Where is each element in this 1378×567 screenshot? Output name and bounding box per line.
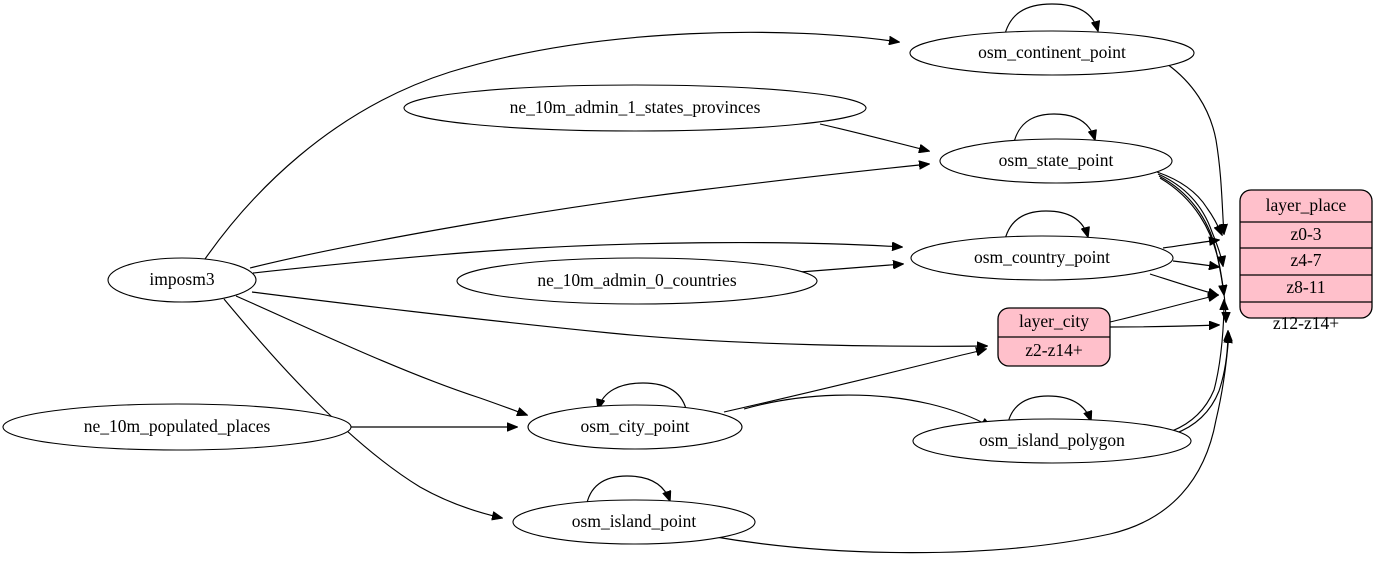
edge-osm_state_point-to-layer_place-z8-11 <box>1158 175 1224 295</box>
edge-osm_continent_point-to-layer_place-z0-3 <box>1166 63 1224 234</box>
node-osm_country_point-label: osm_country_point <box>974 247 1110 267</box>
edge-osm_island_point-to-layer_place-z12 <box>709 333 1229 554</box>
record-node-layer_place[interactable]: layer_place z0-3 z4-7 z8-11 z12-z14+ <box>1239 189 1373 333</box>
node-osm_state_point-label: osm_state_point <box>999 150 1114 170</box>
record-layer_city-title: layer_city <box>1019 311 1089 331</box>
node-ne_10m_admin_0_countries[interactable]: ne_10m_admin_0_countries <box>456 257 818 305</box>
node-osm_island_point[interactable]: osm_island_point <box>512 499 756 545</box>
edge-osm_country_point-to-layer_place-z8-11 <box>1149 273 1218 295</box>
node-osm_city_point-shape[interactable] <box>527 404 743 450</box>
node-ne_states-shape[interactable] <box>403 84 867 132</box>
node-ne_countries-shape[interactable] <box>456 257 818 305</box>
edge-osm_island_polygon-to-layer_place-z8-11 <box>1171 300 1224 432</box>
record-layer_place-row-z0-3[interactable]: z0-3 <box>1290 224 1321 244</box>
node-osm_state_point-shape[interactable] <box>939 138 1173 184</box>
node-ne_populated-shape[interactable] <box>2 403 352 451</box>
node-osm_island_polygon-label: osm_island_polygon <box>979 430 1125 450</box>
edge-imposm3-to-layer_city <box>251 291 987 346</box>
node-osm_island_polygon-shape[interactable] <box>912 418 1192 464</box>
node-osm_state_point[interactable]: osm_state_point <box>939 138 1173 184</box>
node-osm_country_point-shape[interactable] <box>910 235 1174 281</box>
node-osm_continent_point-shape[interactable] <box>909 30 1195 76</box>
edge-ne_countries-to-osm_country_point <box>799 264 903 273</box>
edge-osm_state_point-to-layer_place-z0-3 <box>1156 171 1222 235</box>
edge-layer_city-to-layer_place-z8-11 <box>1109 295 1218 323</box>
edge-osm_country_point-to-layer_place-z4-7 <box>1172 260 1219 267</box>
node-osm_country_point[interactable]: osm_country_point <box>910 235 1174 281</box>
record-node-layer_city[interactable]: layer_city z2-z14+ <box>997 307 1111 367</box>
node-osm_city_point-label: osm_city_point <box>581 416 690 436</box>
edge-self-osm_island_point <box>585 475 670 509</box>
edge-self-osm_island_polygon <box>1006 395 1091 429</box>
edge-osm_country_point-to-layer_place-z0-3 <box>1162 240 1219 249</box>
edge-layer_city-to-layer_place-z12 <box>1109 325 1219 327</box>
record-layer_place-row-z12-z14[interactable]: z12-z14+ <box>1273 313 1339 333</box>
node-imposm3-label: imposm3 <box>149 269 214 289</box>
edge-imposm3-to-osm_island_point <box>223 298 502 518</box>
edge-imposm3-to-osm_city_point <box>235 295 527 415</box>
edge-imposm3-to-osm_island_polygon <box>743 394 991 427</box>
node-ne_10m_populated_places[interactable]: ne_10m_populated_places <box>2 403 352 451</box>
edge-self-osm_continent_point <box>1003 3 1098 39</box>
edge-imposm3-to-osm_continent_point <box>204 31 899 260</box>
record-layer_place-title: layer_place <box>1266 195 1347 215</box>
record-layer_city-row-z2-z14[interactable]: z2-z14+ <box>1025 340 1083 360</box>
edge-ne_states-to-osm_state_point <box>819 123 929 151</box>
node-osm_continent_point-label: osm_continent_point <box>978 42 1126 62</box>
record-nodes-layer: layer_place z0-3 z4-7 z8-11 z12-z14+ lay… <box>997 189 1373 367</box>
node-ne_states-label: ne_10m_admin_1_states_provinces <box>510 97 761 117</box>
edge-imposm3-to-osm_country_point <box>252 243 902 274</box>
node-osm_island_point-shape[interactable] <box>512 499 756 545</box>
node-osm_island_point-label: osm_island_point <box>572 511 697 531</box>
edge-self-osm_state_point <box>1012 113 1095 148</box>
node-ne_populated-label: ne_10m_populated_places <box>84 416 271 436</box>
node-imposm3[interactable]: imposm3 <box>107 257 257 303</box>
edge-self-osm_city_point <box>598 382 688 414</box>
edge-osm_island_polygon-to-layer_place-z12 <box>1173 331 1228 435</box>
edge-self-osm_country_point <box>1003 210 1088 245</box>
node-ne_countries-label: ne_10m_admin_0_countries <box>537 270 736 290</box>
node-ne_10m_admin_1_states_provinces[interactable]: ne_10m_admin_1_states_provinces <box>403 84 867 132</box>
node-osm_island_polygon[interactable]: osm_island_polygon <box>912 418 1192 464</box>
edges-layer <box>204 3 1229 554</box>
record-layer_place-row-z8-11[interactable]: z8-11 <box>1286 277 1325 297</box>
node-osm_continent_point[interactable]: osm_continent_point <box>909 30 1195 76</box>
edge-osm_state_point-to-layer_place-z4-7 <box>1157 173 1223 266</box>
record-layer_place-row-z4-7[interactable]: z4-7 <box>1290 250 1321 270</box>
node-imposm3-shape[interactable] <box>107 257 257 303</box>
node-osm_city_point[interactable]: osm_city_point <box>527 404 743 450</box>
edge-imposm3-to-osm_state_point <box>249 164 929 269</box>
nodes-layer: imposm3 ne_10m_admin_1_states_provinces … <box>2 30 1195 545</box>
edge-osm_city_point-to-layer_city-z2 <box>723 349 986 413</box>
